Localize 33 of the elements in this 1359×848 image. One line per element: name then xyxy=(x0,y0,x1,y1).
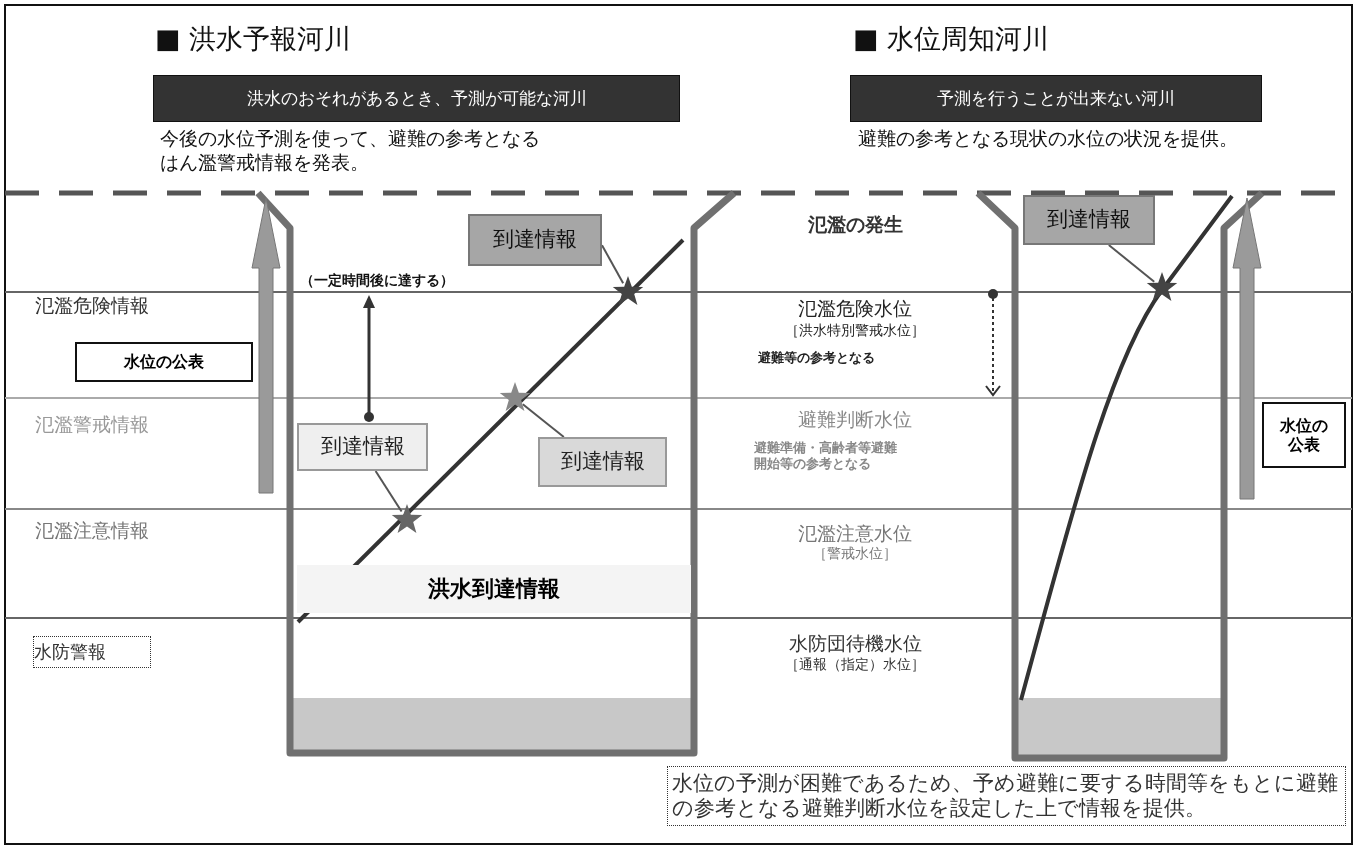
level-note: ［洪水特別警戒水位］ xyxy=(785,322,925,340)
label-box: 水防警報 xyxy=(33,636,151,668)
level-name: 氾濫危険水位 xyxy=(798,297,912,321)
label-box: 水位の公表 xyxy=(1262,402,1346,468)
label-box: 水位の公表 xyxy=(75,342,253,382)
level-note: ［通報（指定）水位］ xyxy=(785,656,925,674)
leader-line xyxy=(1107,244,1156,283)
level-note: ［警戒水位］ xyxy=(813,545,897,563)
info-box: 到達情報 xyxy=(1023,195,1155,245)
info-box: 到達情報 xyxy=(297,423,428,471)
level-note: 避難等の参考となる xyxy=(758,350,875,367)
level-name: 氾濫の発生 xyxy=(807,213,903,237)
leader-line xyxy=(601,244,625,285)
level-name: 氾濫注意水位 xyxy=(798,522,912,546)
row-label: 氾濫危険情報 xyxy=(35,294,149,318)
level-note: 避難準備・高齢者等避難開始等の参考となる xyxy=(754,440,898,473)
caption-bar: 洪水のおそれがあるとき、予測が可能な河川 xyxy=(153,75,680,122)
level-name: 水防団待機水位 xyxy=(788,632,922,656)
description: 今後の水位予測を使って、避難の参考となるはん濫警戒情報を発表。 xyxy=(160,127,541,175)
leader-line xyxy=(374,470,403,513)
heading: ■ 水位周知河川 xyxy=(853,22,1050,56)
caption-bar: 予測を行うことが出来ない河川 xyxy=(850,75,1262,122)
row-label: 氾濫警戒情報 xyxy=(35,413,149,437)
level-name: 避難判断水位 xyxy=(798,408,912,432)
title-band: 洪水到達情報 xyxy=(297,565,691,613)
note-box: 水位の予測が困難であるため、予め避難に要する時間等をもとに避難の参考となる避難判断水位を設定した上で情報を提供。 xyxy=(667,766,1346,826)
heading: ■ 洪水予報河川 xyxy=(155,22,352,56)
description: 避難の参考となる現状の水位の状況を提供。 xyxy=(858,127,1238,151)
info-box: 到達情報 xyxy=(538,437,667,487)
row-label: 氾濫注意情報 xyxy=(35,519,149,543)
interval-label: （一定時間後に達する） xyxy=(300,272,454,290)
leader-line xyxy=(521,403,565,438)
info-box: 到達情報 xyxy=(468,214,602,266)
